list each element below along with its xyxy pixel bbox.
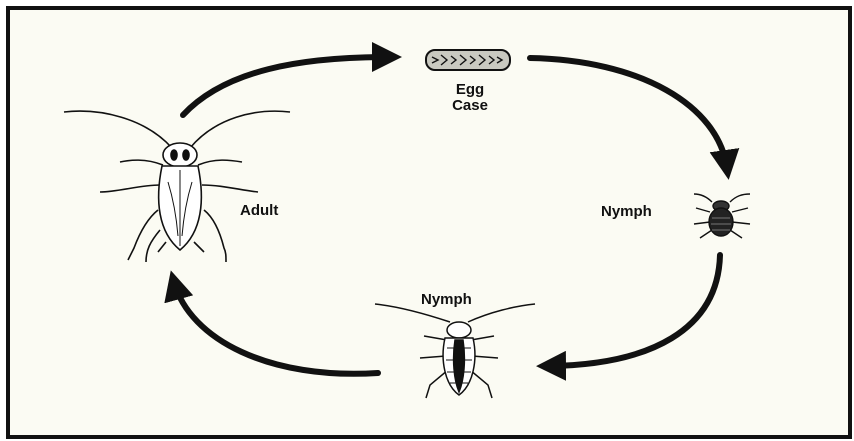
arrow-nymph-to-nymph: [548, 255, 720, 366]
nymph-right-label: Nymph: [601, 204, 652, 220]
adult-label: Adult: [240, 203, 278, 219]
egg-case-label: Egg Case: [430, 82, 510, 114]
nymph-bottom-label: Nymph: [421, 292, 472, 308]
nymph-right-icon: [694, 194, 750, 238]
arrow-egg-to-nymph: [530, 58, 727, 168]
adult-cockroach-icon: [64, 111, 290, 262]
egg-case-icon: [426, 50, 510, 70]
nymph-bottom-icon: [375, 304, 535, 398]
arrow-nymph-to-adult: [174, 282, 378, 374]
egg-case-label-line1: Egg: [430, 82, 510, 98]
arrow-adult-to-egg: [183, 57, 390, 115]
egg-case-label-line2: Case: [430, 98, 510, 114]
